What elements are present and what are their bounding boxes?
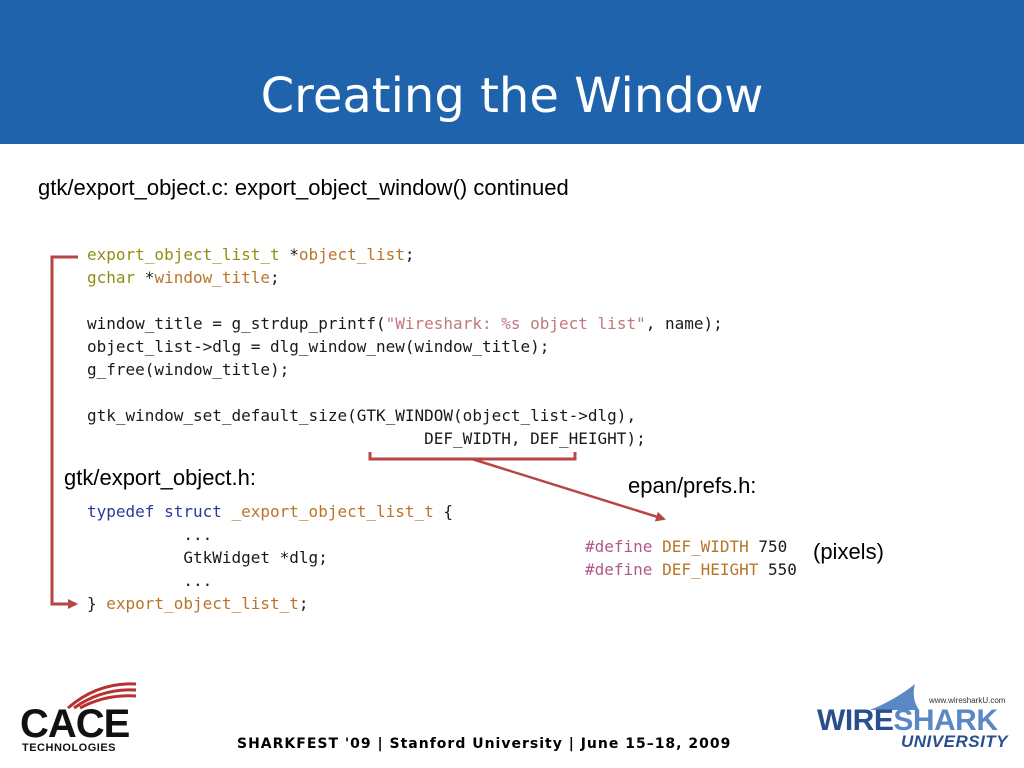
cace-logo-text: CACE <box>20 702 130 746</box>
ellipsis-line-2: ... <box>87 571 213 590</box>
source-file-label: gtk/export_object.c: export_object_windo… <box>38 175 569 200</box>
shark-fin-icon <box>870 684 919 710</box>
cace-logo-subtext: TECHNOLOGIES <box>22 742 117 754</box>
define-underline-bracket <box>368 452 577 461</box>
code-block-main: export_object_list_t *object_list; gchar… <box>87 243 723 450</box>
prefs-file-label: epan/prefs.h: <box>628 473 757 498</box>
code-line-7: DEF_WIDTH, DEF_HEIGHT); <box>87 429 646 448</box>
define-width-line: #define DEF_WIDTH 750 <box>585 537 788 556</box>
university-wordmark: UNIVERSITY <box>901 732 1009 751</box>
code-line-6: gtk_window_set_default_size(GTK_WINDOW(o… <box>87 406 637 425</box>
widget-line: GtkWidget *dlg; <box>87 548 328 567</box>
typedef-line: typedef struct _export_object_list_t { <box>87 502 454 521</box>
wireshark-university-logo: www.wiresharkU.com WIRESHARK UNIVERSITY <box>815 682 1009 754</box>
code-line-1: export_object_list_t *object_list; <box>87 245 415 264</box>
footer-text: SHARKFEST '09 | Stanford University | Ju… <box>237 736 732 752</box>
title-bar <box>0 0 1024 144</box>
code-line-3: window_title = g_strdup_printf("Wireshar… <box>87 314 723 333</box>
header-file-label: gtk/export_object.h: <box>64 465 257 490</box>
cace-logo: CACE TECHNOLOGIES <box>18 680 138 756</box>
code-line-4: object_list->dlg = dlg_window_new(window… <box>87 337 550 356</box>
typedef-close-line: } export_object_list_t; <box>87 594 309 613</box>
bracket-arrow <box>50 255 78 609</box>
code-block-prefs: #define DEF_WIDTH 750 #define DEF_HEIGHT… <box>585 535 797 581</box>
ellipsis-line-1: ... <box>87 525 213 544</box>
code-line-5: g_free(window_title); <box>87 360 290 379</box>
slide-title: Creating the Window <box>260 68 764 124</box>
define-height-line: #define DEF_HEIGHT 550 <box>585 560 797 579</box>
wireshark-url: www.wiresharkU.com <box>929 696 1006 705</box>
pixels-note: (pixels) <box>813 539 884 564</box>
wireshark-wordmark: WIRESHARK <box>817 704 998 737</box>
cace-swoosh-icon <box>67 682 137 710</box>
code-line-2: gchar *window_title; <box>87 268 280 287</box>
code-block-header: typedef struct _export_object_list_t { .… <box>87 500 453 615</box>
